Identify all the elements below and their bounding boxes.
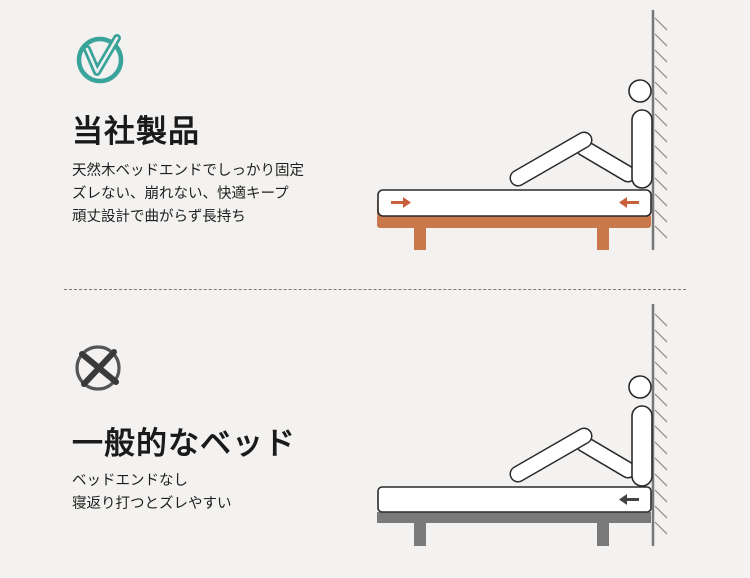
our-product-section: 当社製品 天然木ベッドエンドでしっかり固定 ズレない、崩れない、快適キープ 頑丈…: [0, 0, 750, 285]
arrow-right-icon: [391, 197, 411, 208]
bed-illustration: [377, 304, 668, 546]
bed-frame: [377, 200, 651, 250]
arrow-left-icon: [619, 197, 639, 208]
mattress: [377, 486, 652, 513]
check-icon: [76, 34, 124, 84]
arrow-left-icon: [619, 494, 639, 505]
mattress: [377, 189, 652, 217]
wall: [651, 10, 668, 250]
person-figure: [509, 375, 653, 487]
wall: [651, 304, 668, 546]
feature-description: 天然木ベッドエンドでしっかり固定 ズレない、崩れない、快適キープ 頑丈設計で曲が…: [72, 160, 392, 229]
section-title: 一般的なベッド: [72, 426, 296, 462]
section-divider: [64, 289, 686, 290]
person-figure: [509, 79, 653, 189]
description-line: ベッドエンドなし: [72, 473, 188, 489]
description-line: 頑丈設計で曲がらず長持ち: [72, 209, 246, 225]
description-line: ズレない、崩れない、快適キープ: [72, 186, 289, 202]
bed-illustration: [377, 10, 668, 250]
cross-icon: [75, 345, 121, 391]
description-line: 寝返り打つとズレやすい: [72, 496, 232, 512]
feature-description: ベッドエンドなし 寝返り打つとズレやすい: [72, 470, 392, 516]
section-title: 当社製品: [72, 114, 200, 150]
bed-frame: [377, 512, 651, 546]
general-bed-section: 一般的なベッド ベッドエンドなし 寝返り打つとズレやすい: [0, 300, 750, 578]
description-line: 天然木ベッドエンドでしっかり固定: [72, 163, 304, 179]
